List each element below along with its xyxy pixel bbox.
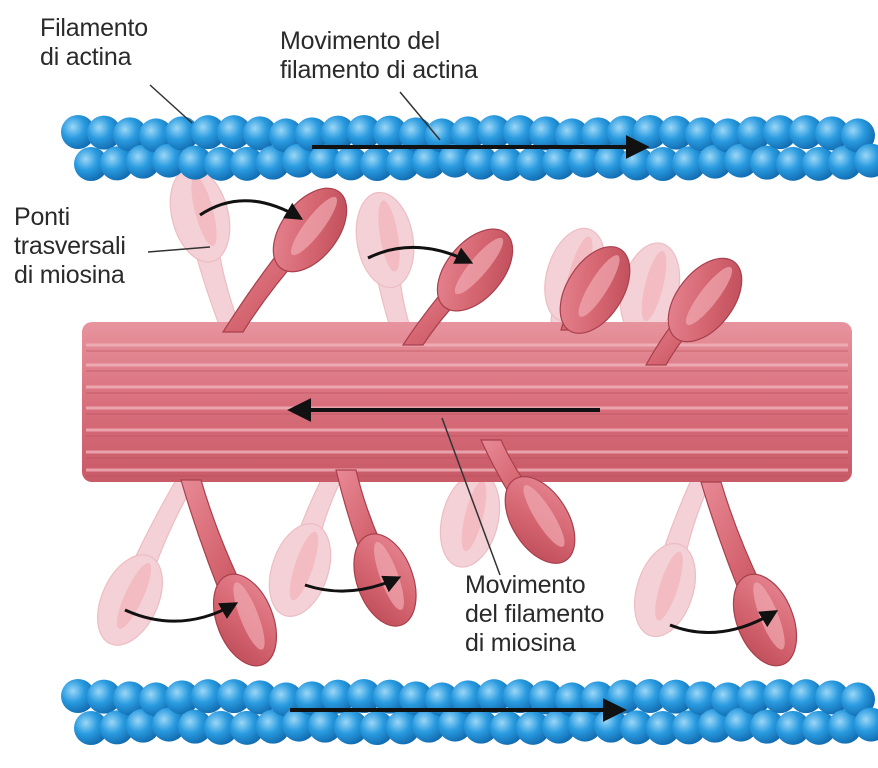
myosin-head: [223, 175, 361, 332]
myosin-ghost-head: [258, 480, 341, 624]
label-myosin-cross-bridges: Ponti trasversali di miosina: [14, 203, 126, 290]
label-actin-movement: Movimento del filamento di actina: [280, 27, 478, 85]
myosin-ghost-head: [161, 161, 241, 330]
label-actin-filament: Filamento di actina: [40, 14, 148, 72]
myosin-ghost-head: [624, 480, 711, 644]
myosin-ghost-head: [349, 188, 420, 330]
leader-line-actin: [150, 85, 192, 123]
myosin-ghost-head: [85, 480, 196, 655]
myosin-head: [336, 470, 428, 635]
myosin-thick-filament: [82, 322, 852, 482]
label-myosin-movement: Movimento del filamento di miosina: [465, 571, 604, 658]
myosin-ghost-head: [431, 467, 509, 574]
myosin-head: [701, 482, 809, 675]
